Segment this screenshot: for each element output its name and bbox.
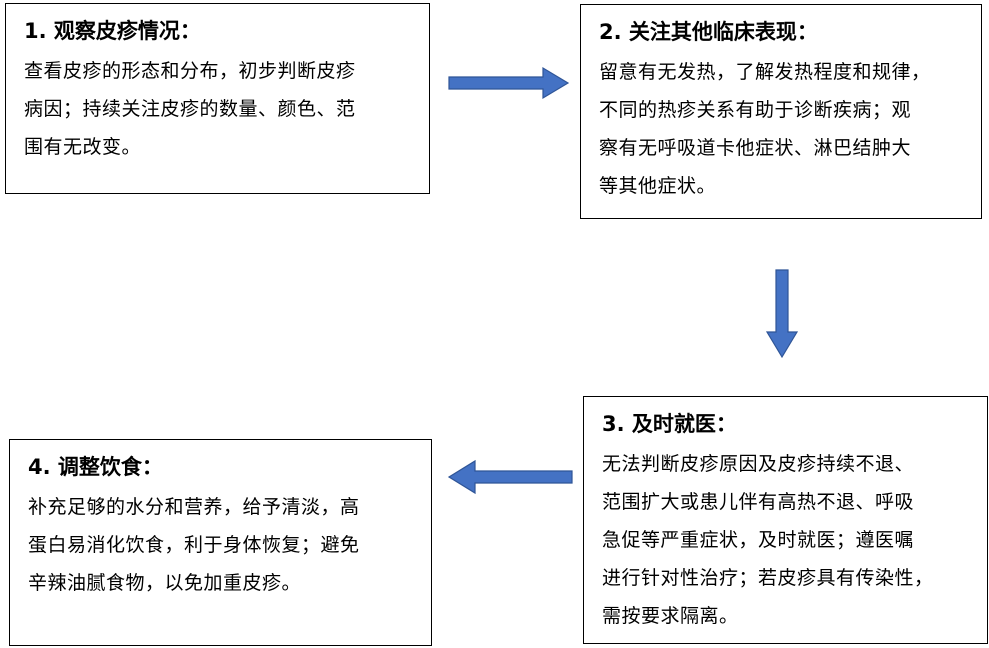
step-2-line: 不同的热疹关系有助于诊断疾病；观 xyxy=(599,99,912,121)
step-3-line: 无法判断皮疹原因及皮疹持续不退、 xyxy=(602,453,915,475)
step-1-body: 查看皮疹的形态和分布，初步判断皮疹 病因；持续关注皮疹的数量、颜色、范 围有无改… xyxy=(24,52,415,166)
step-1-line: 查看皮疹的形态和分布，初步判断皮疹 xyxy=(24,60,356,82)
step-3-box: 3. 及时就医： 无法判断皮疹原因及皮疹持续不退、 范围扩大或患儿伴有高热不退、… xyxy=(583,396,988,644)
step-4-title: 4. 调整饮食： xyxy=(28,455,163,479)
step-3-line: 进行针对性治疗；若皮疹具有传染性， xyxy=(602,567,934,589)
arrow-right-icon xyxy=(448,66,570,100)
step-4-line: 蛋白易消化饮食，利于身体恢复；避免 xyxy=(28,534,360,556)
step-1-line: 围有无改变。 xyxy=(24,136,142,158)
step-4-line: 辛辣油腻食物，以免加重皮疹。 xyxy=(28,572,302,594)
step-2-line: 察有无呼吸道卡他症状、淋巴结肿大 xyxy=(599,137,912,159)
step-1-title: 1. 观察皮疹情况： xyxy=(24,19,201,43)
step-1-line: 病因；持续关注皮疹的数量、颜色、范 xyxy=(24,98,356,120)
arrow-down-icon xyxy=(765,269,799,359)
step-3-line: 范围扩大或患儿伴有高热不退、呼吸 xyxy=(602,491,915,513)
step-1-box: 1. 观察皮疹情况： 查看皮疹的形态和分布，初步判断皮疹 病因；持续关注皮疹的数… xyxy=(5,3,430,194)
step-3-line: 急促等严重症状，及时就医；遵医嘱 xyxy=(602,529,915,551)
step-2-body: 留意有无发热，了解发热程度和规律， 不同的热疹关系有助于诊断疾病；观 察有无呼吸… xyxy=(599,53,967,205)
step-3-title: 3. 及时就医： xyxy=(602,412,737,436)
step-4-box: 4. 调整饮食： 补充足够的水分和营养，给予清淡，高 蛋白易消化饮食，利于身体恢… xyxy=(9,439,432,646)
step-3-body: 无法判断皮疹原因及皮疹持续不退、 范围扩大或患儿伴有高热不退、呼吸 急促等严重症… xyxy=(602,445,973,635)
step-2-line: 等其他症状。 xyxy=(599,175,717,197)
step-2-box: 2. 关注其他临床表现： 留意有无发热，了解发热程度和规律， 不同的热疹关系有助… xyxy=(580,4,982,219)
step-2-title: 2. 关注其他临床表现： xyxy=(599,20,818,44)
step-4-body: 补充足够的水分和营养，给予清淡，高 蛋白易消化饮食，利于身体恢复；避免 辛辣油腻… xyxy=(28,488,417,602)
step-4-line: 补充足够的水分和营养，给予清淡，高 xyxy=(28,496,360,518)
step-3-line: 需按要求隔离。 xyxy=(602,605,739,627)
arrow-left-icon xyxy=(447,459,573,495)
step-2-line: 留意有无发热，了解发热程度和规律， xyxy=(599,61,931,83)
